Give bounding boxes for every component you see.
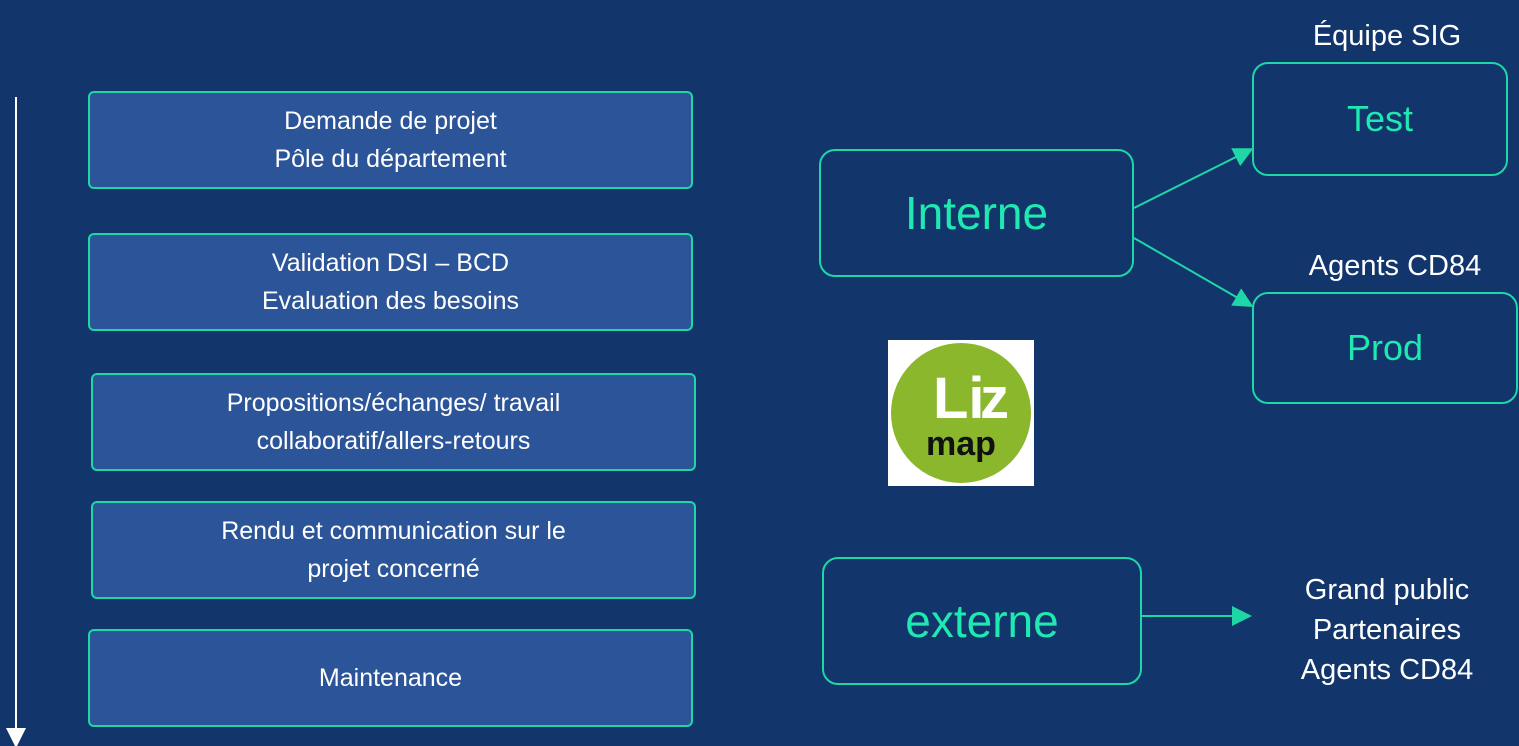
audience-agents-cd84: Agents CD84 (1300, 654, 1474, 686)
step-text-line: Rendu et communication sur le (221, 517, 566, 545)
step-propositions: Propositions/échanges/ travail collabora… (91, 373, 696, 471)
node-prod: Prod (1252, 292, 1518, 404)
node-externe: externe (822, 557, 1142, 685)
step-text-line: Validation DSI – BCD (271, 249, 510, 277)
step-text-line: Propositions/échanges/ travail (226, 389, 561, 417)
step-text-line: projet concerné (307, 555, 480, 583)
audience-grand-public: Grand public (1304, 574, 1470, 606)
label-audience: Grand public Partenaires Agents CD84 (1262, 570, 1512, 690)
logo-text-li: Li (933, 366, 985, 431)
step-text-line: Pôle du département (274, 145, 507, 173)
node-externe-label: externe (905, 595, 1059, 647)
step-text-line: Maintenance (318, 664, 463, 692)
logo-text-map: map (926, 425, 996, 463)
node-prod-label: Prod (1346, 327, 1424, 368)
step-rendu-communication: Rendu et communication sur le projet con… (91, 501, 696, 599)
arrow-interne-to-prod (1133, 237, 1254, 308)
label-agents-cd84: Agents CD84 (1308, 250, 1482, 282)
step-validation-dsi: Validation DSI – BCD Evaluation des beso… (88, 233, 693, 331)
lizmap-logo-graphic: Li z map (891, 343, 1031, 483)
node-test-label: Test (1346, 98, 1414, 139)
arrow-interne-to-test (1133, 148, 1254, 209)
node-interne: Interne (819, 149, 1134, 277)
label-equipe-sig: Équipe SIG (1312, 20, 1462, 52)
logo-text-z: z (980, 366, 1009, 431)
step-maintenance: Maintenance (88, 629, 693, 727)
node-test: Test (1252, 62, 1508, 176)
lizmap-logo: Li z map (888, 340, 1034, 486)
audience-partenaires: Partenaires (1312, 614, 1462, 646)
step-demande-projet: Demande de projet Pôle du département (88, 91, 693, 189)
step-text-line: collaboratif/allers-retours (256, 427, 531, 455)
node-interne-label: Interne (904, 187, 1049, 239)
step-text-line: Demande de projet (284, 107, 497, 135)
step-text-line: Evaluation des besoins (261, 287, 520, 315)
